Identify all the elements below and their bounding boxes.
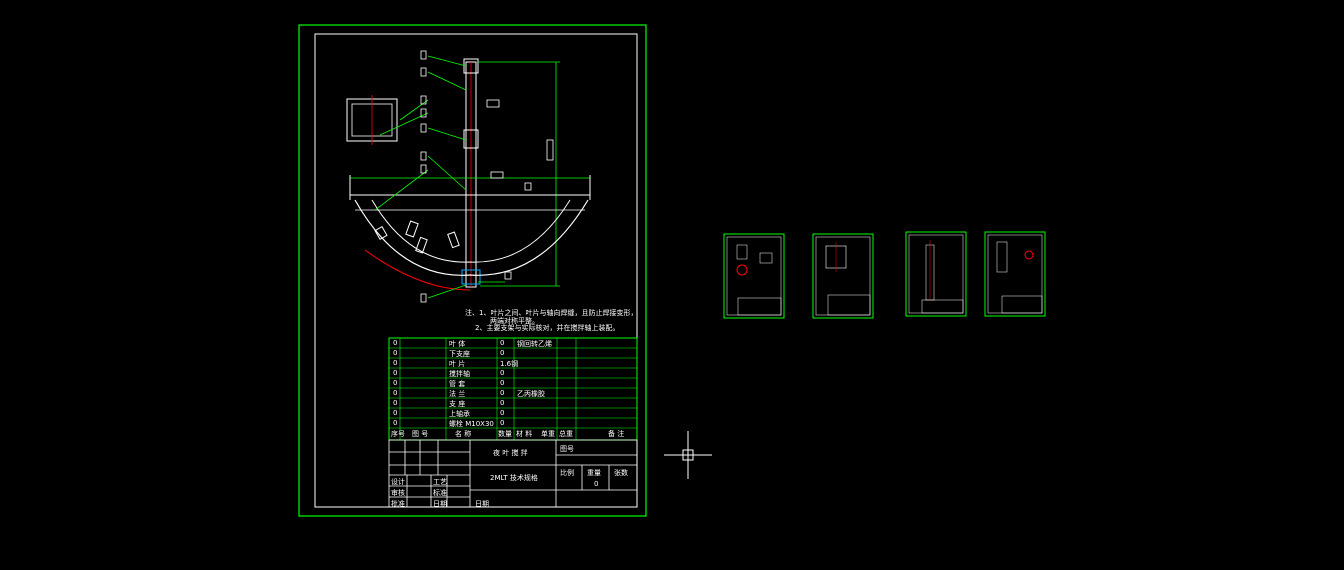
bom-row-name: 叶 片	[449, 360, 466, 368]
note-line-1b: 两端对称平整。	[490, 317, 539, 325]
bom-row-index: 0	[393, 349, 398, 357]
bom-row-qty: 1.6钢	[500, 360, 519, 368]
thumbnail-sheet-1[interactable]	[723, 233, 785, 319]
bom-table	[388, 337, 638, 441]
note-line-2: 2、主要支架与实际核对，并在搅拌轴上装配。	[475, 324, 620, 332]
bom-row-index: 0	[393, 389, 398, 397]
date-label: 日期	[433, 500, 447, 508]
mixing-vessel	[349, 175, 591, 291]
scale-label: 比例	[560, 469, 574, 477]
bom-row-index: 0	[393, 399, 398, 407]
bom-row-qty: 0	[500, 389, 505, 397]
bom-row-qty: 0	[500, 349, 505, 357]
bom-header-cell: 单重	[541, 430, 555, 438]
bom-row-name: 支 座	[449, 400, 466, 408]
bom-header-cell: 名 称	[455, 430, 472, 438]
process-label: 工艺	[433, 478, 447, 486]
drawing-title: 夜 叶 搅 拌	[493, 449, 528, 457]
bom-row-name: 上轴承	[449, 410, 470, 418]
bom-header-cell: 备 注	[608, 430, 625, 438]
bom-row-name: 搅拌轴	[449, 370, 470, 378]
bom-row-qty: 0	[500, 339, 505, 347]
bom-row-qty: 0	[500, 409, 505, 417]
part-name: 2MLT 技术规格	[490, 474, 538, 482]
bom-row-index: 0	[393, 359, 398, 367]
bom-row-name: 下支座	[449, 350, 470, 358]
date-label-2: 日期	[475, 500, 489, 508]
bom-header-cell: 序号	[391, 430, 405, 438]
bom-row-index: 0	[393, 379, 398, 387]
leader-lines	[374, 55, 505, 299]
bom-row-material: 钢回转乙烯	[517, 340, 552, 348]
crosshair-cursor-icon	[664, 431, 712, 479]
bom-row-qty: 0	[500, 379, 505, 387]
part-tags	[420, 50, 554, 303]
bom-row-index: 0	[393, 369, 398, 377]
bom-header-cell: 数量	[498, 430, 512, 438]
dimension-line-right	[478, 61, 560, 287]
approve-label: 批准	[391, 500, 405, 508]
bom-header-cell: 材 料	[516, 430, 533, 438]
standard-label: 标准	[433, 489, 447, 497]
thumbnail-sheet-3[interactable]	[905, 231, 967, 317]
thumbnail-sheet-2[interactable]	[812, 233, 874, 319]
note-line-1: 注、1、叶片之间、叶片与轴向焊缝，且防止焊接变形，	[465, 309, 638, 317]
design-label: 设计	[391, 478, 405, 486]
thumbnail-sheet-4[interactable]	[984, 231, 1046, 317]
bom-row-name: 法 兰	[449, 390, 466, 398]
detail-view-left	[346, 95, 398, 145]
weight-label: 重量	[587, 469, 601, 477]
bom-row-qty: 0	[500, 419, 505, 427]
code-label: 图号	[560, 445, 574, 453]
bom-row-index: 0	[393, 409, 398, 417]
bom-row-name: 叶 体	[449, 340, 466, 348]
check-label: 审核	[391, 489, 405, 497]
title-block	[388, 439, 638, 508]
bom-row-qty: 0	[500, 369, 505, 377]
bom-row-index: 0	[393, 419, 398, 427]
sheets-label: 张数	[614, 469, 628, 477]
weight-value: 0	[594, 480, 599, 488]
bom-header-cell: 总重	[559, 430, 573, 438]
bom-row-name: 螺栓 M10X30	[449, 420, 494, 428]
bom-row-name: 管 套	[449, 380, 466, 388]
bom-row-index: 0	[393, 339, 398, 347]
bom-row-material: 乙丙橡胶	[517, 390, 545, 398]
bom-row-qty: 0	[500, 399, 505, 407]
sheet-outer-frame	[298, 24, 647, 517]
bom-header-cell: 图 号	[412, 430, 429, 438]
stirring-shaft	[461, 58, 481, 288]
